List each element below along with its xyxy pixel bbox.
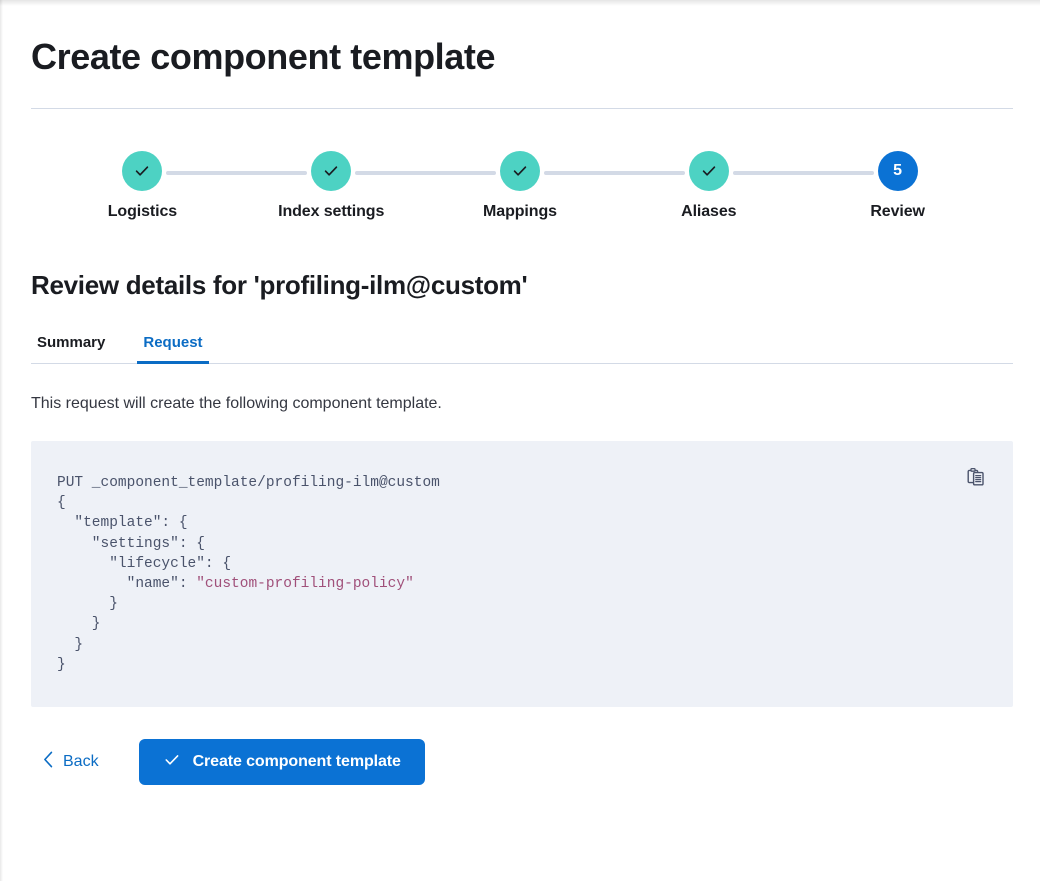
check-icon — [700, 162, 718, 180]
step-connector — [166, 171, 308, 175]
copy-clipboard-icon[interactable] — [963, 463, 991, 491]
wizard-step-aliases[interactable]: Aliases — [544, 151, 803, 221]
request-body-line: "name": — [57, 576, 197, 593]
wizard-step-mappings[interactable]: Mappings — [355, 151, 615, 221]
wizard-footer: Back Create component template — [31, 739, 1009, 785]
tab-summary[interactable]: Summary — [31, 333, 111, 363]
request-body-line: } — [57, 656, 66, 673]
check-icon — [322, 162, 340, 180]
request-string-value: "custom-profiling-policy" — [196, 576, 414, 593]
step-label: Logistics — [107, 203, 178, 220]
step-connector — [732, 171, 874, 175]
step-status-circle — [499, 151, 540, 191]
step-label: Mappings — [483, 203, 557, 220]
step-number: 5 — [893, 162, 903, 179]
step-label: Index settings — [278, 203, 385, 220]
check-icon — [163, 751, 181, 774]
title-divider — [31, 108, 1013, 109]
request-body-line: } — [57, 636, 84, 653]
step-status-circle — [688, 151, 729, 191]
wizard-step-review[interactable]: 5 Review — [732, 151, 992, 221]
request-body-line: "lifecycle": { — [57, 555, 232, 572]
wizard-step-index-settings[interactable]: Index settings — [166, 151, 426, 221]
request-code-block: PUT _component_template/profiling-ilm@cu… — [31, 441, 1013, 707]
page-container: Create component template Logistics Inde… — [31, 36, 1013, 785]
chevron-left-icon — [43, 751, 54, 773]
back-button-label: Back — [63, 753, 99, 770]
step-status-circle: 5 — [877, 151, 918, 191]
review-heading: Review details for 'profiling-ilm@custom… — [31, 270, 528, 300]
request-body-line: { — [57, 495, 66, 512]
create-button-label: Create component template — [192, 753, 401, 770]
back-button[interactable]: Back — [31, 745, 99, 779]
step-connector — [355, 171, 496, 175]
tab-request[interactable]: Request — [137, 333, 209, 364]
wizard-step-indicator: Logistics Index settings Mappings — [31, 151, 1009, 221]
step-connector — [544, 171, 685, 175]
request-body-line: "template": { — [57, 515, 188, 532]
step-status-circle — [122, 151, 163, 191]
create-component-template-button[interactable]: Create component template — [138, 739, 425, 785]
review-tabs: Summary Request — [31, 333, 1013, 364]
step-label: Aliases — [681, 203, 737, 220]
request-code-text[interactable]: PUT _component_template/profiling-ilm@cu… — [31, 441, 1013, 675]
request-method-line: PUT _component_template/profiling-ilm@cu… — [57, 475, 440, 491]
check-icon — [511, 162, 529, 180]
page-title: Create component template — [31, 36, 496, 77]
request-description: This request will create the following c… — [31, 395, 442, 412]
step-label: Review — [870, 203, 925, 220]
step-status-circle — [311, 151, 352, 191]
request-body-line: } — [57, 596, 118, 613]
request-body-line: } — [57, 616, 101, 633]
wizard-step-logistics[interactable]: Logistics — [48, 151, 237, 221]
request-body-line: "settings": { — [57, 535, 205, 552]
check-icon — [133, 162, 151, 180]
